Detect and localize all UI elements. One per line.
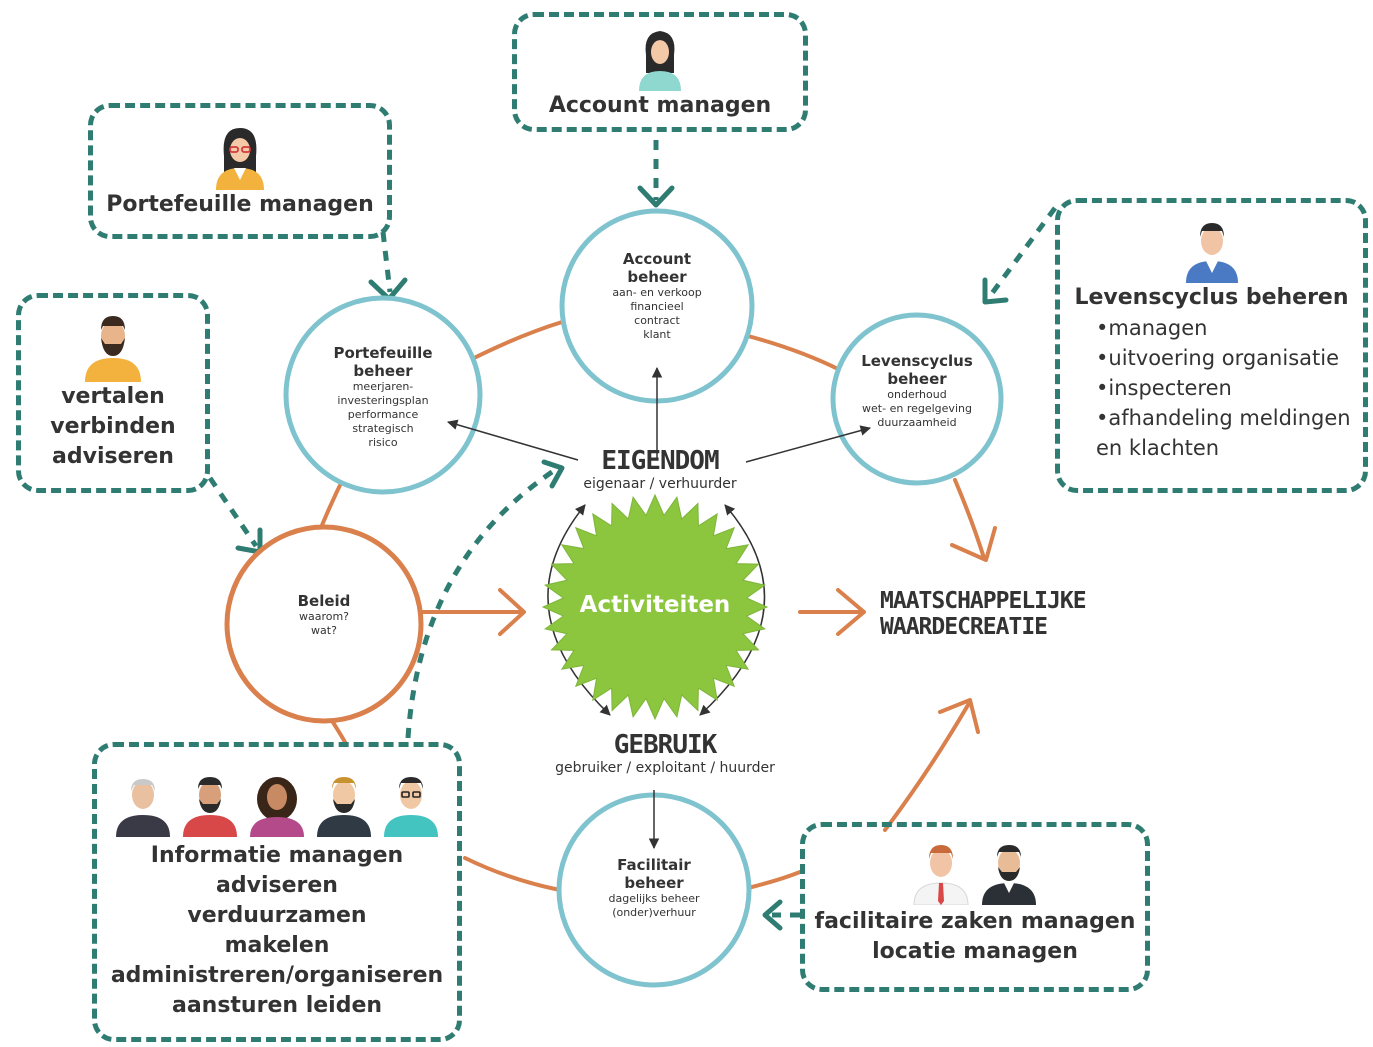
levenscyclus-task: en klachten bbox=[1096, 436, 1220, 460]
facilitair-beheer-item: dagelijks beheer bbox=[608, 892, 700, 905]
facilitair-beheer-item: (onder)verhuur bbox=[612, 906, 696, 919]
levenscyclus-beheer-text: Levenscyclus beheer onderhoud wet- en re… bbox=[847, 352, 987, 430]
box-facilitaire-zaken: facilitaire zaken managen locatie manage… bbox=[800, 822, 1150, 992]
levenscyclus-beheer-item: duurzaamheid bbox=[877, 416, 957, 429]
vertalen-line: vertalen bbox=[61, 384, 165, 409]
teal-dashed-arrows bbox=[207, 140, 1058, 918]
adviseren-line: adviseren bbox=[52, 444, 174, 469]
portefeuille-beheer-item: risico bbox=[368, 436, 398, 449]
portefeuille-beheer-item: investeringsplan bbox=[337, 394, 429, 407]
levenscyclus-beheer-item: onderhoud bbox=[887, 388, 947, 401]
man-tie-avatar-icon bbox=[913, 845, 969, 905]
box-portefeuille-managen: Portefeuille managen bbox=[88, 103, 392, 239]
gebruik-title: GEBRUIK bbox=[613, 730, 718, 760]
levenscyclus-task: •afhandeling meldingen bbox=[1096, 406, 1351, 430]
account-beheer-item: financieel bbox=[630, 300, 684, 313]
beleid-item: waarom? bbox=[298, 610, 350, 623]
account-beheer-item: aan- en verkoop bbox=[612, 286, 702, 299]
portefeuille-beheer-item: strategisch bbox=[352, 422, 414, 435]
levenscyclus-task: •managen bbox=[1096, 316, 1208, 340]
circle-beleid bbox=[224, 524, 424, 724]
levenscyclus-beheren-title: Levenscyclus beheren bbox=[1074, 285, 1349, 310]
eigendom-label: EIGENDOM eigenaar / verhuurder bbox=[560, 446, 760, 492]
gebruik-label: GEBRUIK gebruiker / exploitant / huurder bbox=[515, 730, 815, 776]
account-beheer-title-1: Account bbox=[622, 250, 692, 268]
portefeuille-beheer-text: Portefeuille beheer meerjaren- investeri… bbox=[313, 344, 453, 450]
account-beheer-text: Account beheer aan- en verkoop financiee… bbox=[587, 250, 727, 342]
orange-arrows bbox=[420, 478, 997, 832]
facilitaire-zaken-line: facilitaire zaken managen bbox=[814, 909, 1136, 934]
thin-arrows bbox=[446, 366, 872, 850]
bearded-man-glasses-avatar-icon bbox=[317, 777, 372, 837]
woman-curly-avatar-icon bbox=[250, 777, 304, 837]
man-glasses-avatar-icon bbox=[384, 777, 439, 837]
circle-portefeuille-beheer bbox=[283, 295, 483, 495]
box-account-managen: Account managen bbox=[512, 12, 808, 132]
facilitaire-avatars bbox=[805, 841, 1145, 907]
beleid-title: Beleid bbox=[297, 592, 351, 610]
verbinden-line: verbinden bbox=[50, 414, 176, 439]
woman-glasses-avatar-icon bbox=[216, 128, 264, 190]
gebruik-subtitle: gebruiker / exploitant / huurder bbox=[555, 760, 775, 776]
portefeuille-managen-title: Portefeuille managen bbox=[106, 192, 374, 217]
adviseren-line: adviseren bbox=[216, 873, 338, 898]
facilitair-beheer-text: Facilitair beheer dagelijks beheer (onde… bbox=[584, 856, 724, 920]
eigendom-subtitle: eigenaar / verhuurder bbox=[583, 476, 737, 492]
circle-levenscyclus-beheer bbox=[830, 312, 1004, 486]
informatie-managen-line: Informatie managen bbox=[150, 843, 404, 868]
bearded-man-red-avatar-icon bbox=[182, 777, 237, 837]
levenscyclus-task-list: •managen •uitvoering organisatie •inspec… bbox=[1060, 313, 1363, 463]
facilitair-beheer-title-1: Facilitair bbox=[617, 856, 691, 874]
levenscyclus-beheer-title-2: beheer bbox=[887, 370, 947, 388]
value-line-1: MAATSCHAPPELIJKE bbox=[880, 588, 1087, 614]
portefeuille-beheer-item: meerjaren- bbox=[352, 380, 414, 393]
levenscyclus-beheer-title-1: Levenscyclus bbox=[861, 352, 973, 370]
levenscyclus-task: •uitvoering organisatie bbox=[1096, 346, 1339, 370]
eigendom-title: EIGENDOM bbox=[601, 446, 719, 476]
portefeuille-beheer-title-1: Portefeuille bbox=[333, 344, 433, 362]
account-beheer-item: contract bbox=[634, 314, 680, 327]
account-beheer-title-2: beheer bbox=[627, 268, 687, 286]
portefeuille-beheer-title-2: beheer bbox=[353, 362, 413, 380]
box-vertalen: vertalen verbinden adviseren bbox=[16, 293, 210, 493]
levenscyclus-task: •inspecteren bbox=[1096, 376, 1232, 400]
beleid-item: wat? bbox=[311, 624, 337, 637]
administreren-line: administreren/organiseren bbox=[110, 963, 444, 988]
makelen-line: makelen bbox=[224, 933, 330, 958]
locatie-managen-line: locatie managen bbox=[872, 939, 1078, 964]
center-label: Activiteiten bbox=[579, 592, 731, 618]
verduurzamen-line: verduurzamen bbox=[187, 903, 367, 928]
facilitair-beheer-title-2: beheer bbox=[624, 874, 684, 892]
beleid-text: Beleid waarom? wat? bbox=[254, 592, 394, 638]
value-creation-label: MAATSCHAPPELIJKE WAARDECREATIE bbox=[880, 588, 1180, 640]
account-managen-title: Account managen bbox=[548, 93, 772, 118]
old-man-avatar-icon bbox=[115, 779, 170, 837]
levenscyclus-beheer-item: wet- en regelgeving bbox=[862, 402, 972, 415]
account-beheer-item: klant bbox=[643, 328, 671, 341]
bearded-man-suit-avatar-icon bbox=[981, 845, 1036, 905]
team-avatars bbox=[97, 771, 457, 841]
value-line-2: WAARDECREATIE bbox=[880, 614, 1048, 640]
box-informatie-managen: Informatie managen adviseren verduurzame… bbox=[92, 742, 462, 1042]
woman-avatar-icon bbox=[639, 31, 681, 91]
activiteiten-star bbox=[541, 493, 769, 721]
bearded-man-avatar-icon bbox=[85, 316, 141, 382]
man-avatar-icon bbox=[1185, 223, 1238, 283]
box-levenscyclus-beheren: Levenscyclus beheren •managen •uitvoerin… bbox=[1055, 198, 1368, 493]
portefeuille-beheer-item: performance bbox=[347, 408, 419, 421]
aansturen-line: aansturen leiden bbox=[171, 993, 383, 1018]
